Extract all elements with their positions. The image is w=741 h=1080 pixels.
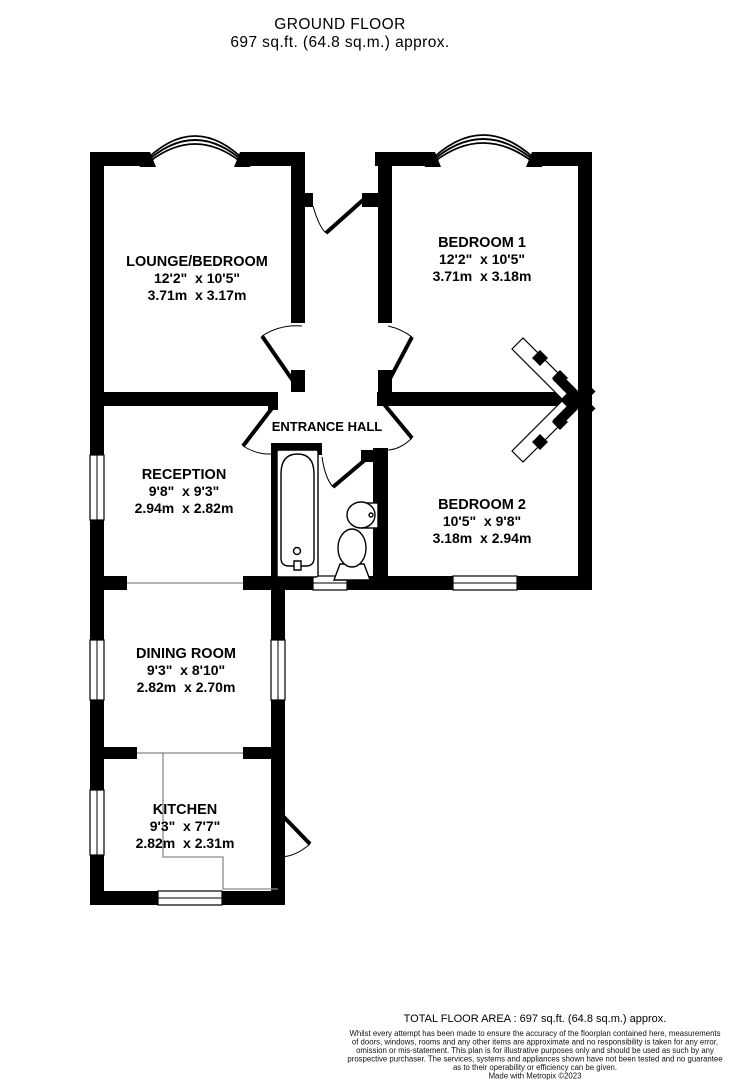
window-dining-left (89, 639, 105, 701)
bathroom-door (321, 452, 374, 489)
bedroom1-metric: 3.71m x 3.18m (433, 268, 532, 284)
plan-area-subtitle: 697 sq.ft. (64.8 sq.m.) approx. (230, 34, 449, 51)
disclaimer-line-1: Whilst every attempt has been made to en… (350, 1029, 721, 1038)
lounge-imperial: 12'2" x 10'5" (154, 270, 240, 286)
kitchen-metric: 2.82m x 2.31m (136, 835, 235, 851)
wall-mid-right (377, 392, 592, 406)
bay-window-bedroom1 (419, 134, 548, 167)
label-bedroom1: BEDROOM 1 12'2" x 10'5" 3.71m x 3.18m (433, 235, 532, 284)
label-reception: RECEPTION 9'8" x 9'3" 2.94m x 2.82m (135, 467, 234, 516)
lounge-metric: 3.71m x 3.17m (148, 287, 247, 303)
bedroom1-door (383, 325, 414, 389)
wall-top-b (248, 152, 305, 166)
disclaimer-line-4: prospective purchaser. The services, sys… (347, 1055, 722, 1064)
disclaimer-line-2: of doors, windows, rooms and any other i… (352, 1038, 718, 1047)
wall-bed1-hall (378, 152, 392, 323)
dining-imperial: 9'3" x 8'10" (147, 662, 225, 678)
lounge-door (260, 325, 303, 390)
lounge-name: LOUNGE/BEDROOM (126, 254, 268, 270)
wall-bed1-hall-stub (378, 370, 392, 392)
bedroom2-name: BEDROOM 2 (438, 497, 526, 513)
bathtub (276, 449, 319, 578)
wall-top-a (90, 152, 142, 166)
window-dining-right (270, 639, 286, 701)
window-kitchen-bottom (157, 890, 223, 906)
wall-left (90, 152, 104, 905)
plan-title: GROUND FLOOR (274, 16, 405, 33)
label-dining: DINING ROOM 9'3" x 8'10" 2.82m x 2.70m (136, 646, 236, 695)
wall-lounge-hall (291, 152, 305, 323)
windows (89, 454, 518, 906)
entrance-hall-name: ENTRANCE HALL (272, 419, 383, 434)
chimney-breast-bedroom1 (511, 337, 596, 416)
footer: TOTAL FLOOR AREA : 697 sq.ft. (64.8 sq.m… (347, 1013, 722, 1080)
disclaimer-line-3: omission or mis-statement. This plan is … (356, 1046, 714, 1055)
metropix-credit: Made with Metropix ©2023 (489, 1072, 582, 1080)
bay-window-lounge (134, 135, 256, 167)
dining-name: DINING ROOM (136, 646, 236, 662)
window-kitchen-left (89, 789, 105, 856)
label-bedroom2: BEDROOM 2 10'5" x 9'8" 3.18m x 2.94m (433, 497, 532, 546)
toilet (332, 528, 372, 581)
reception-metric: 2.94m x 2.82m (135, 500, 234, 516)
label-kitchen: KITCHEN 9'3" x 7'7" 2.82m x 2.31m (136, 802, 235, 851)
bedroom1-name: BEDROOM 1 (438, 235, 526, 251)
window-reception (89, 454, 105, 521)
wall-dining-kitchen-b (243, 747, 285, 759)
wall-dining-kitchen-a (90, 747, 137, 759)
wall-bath-right (373, 448, 388, 588)
bedroom1-imperial: 12'2" x 10'5" (439, 251, 525, 267)
reception-imperial: 9'8" x 9'3" (149, 483, 220, 499)
wall-mid-left-stub (268, 392, 278, 410)
disclaimer-line-5: as to their operability or efficiency ca… (453, 1063, 617, 1072)
label-lounge: LOUNGE/BEDROOM 12'2" x 10'5" 3.71m x 3.1… (126, 254, 268, 303)
porch-jamb-left (305, 193, 313, 207)
dining-metric: 2.82m x 2.70m (137, 679, 236, 695)
wall-right-lower (271, 588, 285, 905)
wall-lounge-hall-stub (291, 370, 305, 392)
wall-bottom-mid (243, 576, 592, 590)
kitchen-back-door (277, 810, 312, 858)
bedroom2-metric: 3.18m x 2.94m (433, 530, 532, 546)
window-bedroom2-bottom (452, 575, 518, 591)
kitchen-imperial: 9'3" x 7'7" (150, 818, 221, 834)
chimney-breast-bedroom2 (511, 384, 596, 463)
front-door (312, 198, 365, 235)
bedroom2-imperial: 10'5" x 9'8" (443, 513, 521, 529)
wall-reception-bottom (90, 576, 127, 590)
kitchen-name: KITCHEN (153, 802, 217, 818)
reception-name: RECEPTION (142, 467, 227, 483)
total-floor-area: TOTAL FLOOR AREA : 697 sq.ft. (64.8 sq.m… (404, 1013, 667, 1025)
wall-right-upper (578, 152, 592, 588)
kitchen-counter (162, 753, 278, 890)
wall-mid-left (90, 392, 278, 406)
porch-jamb-right (362, 193, 378, 207)
bedroom2-door (381, 401, 414, 451)
sink (346, 501, 379, 529)
